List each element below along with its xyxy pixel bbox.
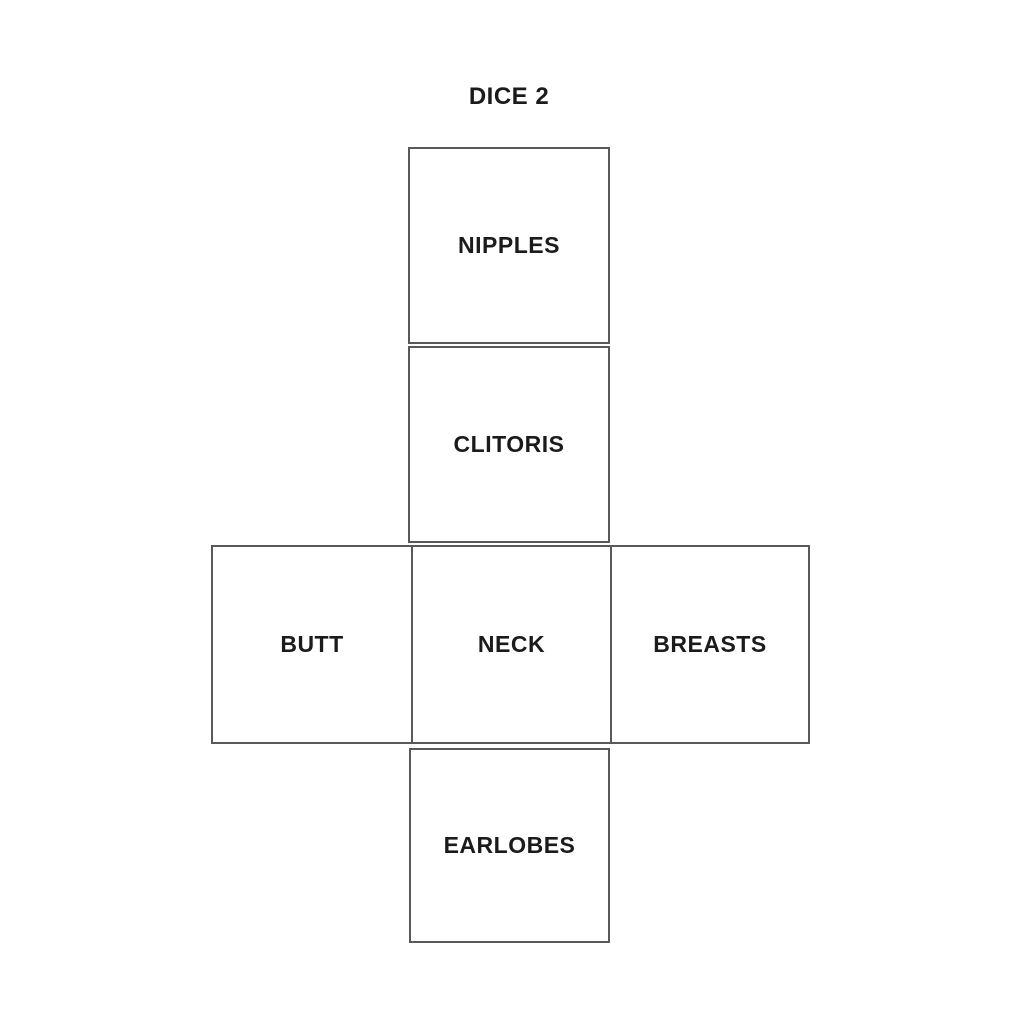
die-face-earlobes-label: EARLOBES (443, 832, 576, 858)
die-face-butt-label: BUTT (280, 631, 344, 657)
die-middle-row: BUTT NECK BREASTS (211, 545, 810, 744)
die-face-neck-label: NECK (477, 631, 546, 657)
die-face-earlobes: EARLOBES (409, 748, 610, 943)
die-face-butt: BUTT (213, 547, 411, 742)
die-face-clitoris-label: CLITORIS (453, 431, 565, 457)
die-face-neck: NECK (411, 547, 610, 742)
die-face-nipples-label: NIPPLES (458, 232, 560, 258)
die-face-nipples: NIPPLES (408, 147, 610, 344)
diagram-title: DICE 2 (468, 83, 550, 110)
die-face-clitoris: CLITORIS (408, 346, 610, 543)
die-face-breasts: BREASTS (610, 547, 808, 742)
die-face-breasts-label: BREASTS (653, 631, 767, 657)
